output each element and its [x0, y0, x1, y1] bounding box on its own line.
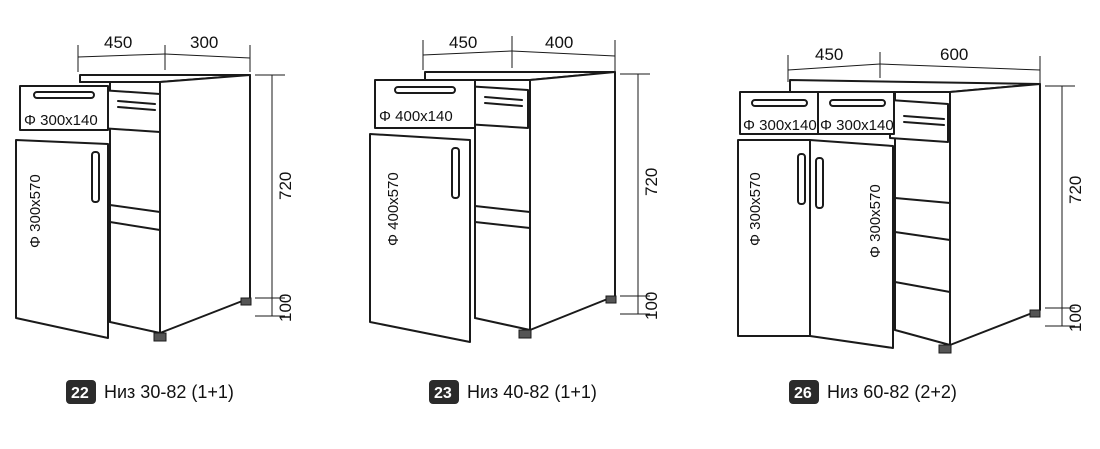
cabinet-caption: 22 Низ 30-82 (1+1): [66, 380, 234, 404]
drawer: Φ 300x140: [19, 85, 161, 133]
model-number: 26: [794, 385, 812, 402]
door-front-size: Φ 300x570: [747, 172, 764, 246]
door-front-size: Φ 300x570: [867, 184, 884, 258]
dimension-depth: 450: [422, 33, 513, 70]
door: Φ 400x570: [369, 133, 471, 343]
cabinet-body: [789, 79, 1041, 354]
cabinet-body: [79, 74, 252, 342]
dimension-height: 720: [620, 73, 661, 297]
drawer-front-size: Φ 300x140: [820, 117, 894, 134]
cabinet-23: 450 400 720 100: [369, 33, 661, 404]
height-value: 720: [642, 168, 661, 196]
height-value: 720: [1066, 176, 1085, 204]
model-name: Низ 30-82 (1+1): [104, 382, 234, 402]
dimension-leg: 100: [620, 292, 661, 320]
drawer-left: Φ 300x140: [739, 91, 819, 135]
model-number-badge: [66, 380, 96, 404]
dimension-depth: 450: [77, 33, 166, 72]
width-value: 300: [190, 33, 218, 52]
drawer-right: Φ 300x140: [817, 91, 949, 143]
height-value: 720: [276, 172, 295, 200]
door-front-size: Φ 300x570: [27, 174, 44, 248]
dimension-leg: 100: [255, 294, 295, 322]
width-value: 400: [545, 33, 573, 52]
cabinet-body: [424, 71, 617, 339]
dimension-depth: 450: [787, 45, 881, 82]
leg-value: 100: [642, 292, 661, 320]
dimension-width: 600: [879, 45, 1041, 84]
model-name: Низ 60-82 (2+2): [827, 382, 957, 402]
door-right: Φ 300x570: [809, 139, 894, 349]
cabinet-26: 450 600 720 100: [737, 45, 1085, 404]
door-left: Φ 300x570: [737, 139, 811, 337]
dimension-leg: 100: [1045, 304, 1085, 332]
drawer-front-size: Φ 300x140: [24, 112, 98, 129]
drawer-front-size: Φ 300x140: [743, 117, 817, 134]
depth-value: 450: [104, 33, 132, 52]
depth-value: 450: [815, 45, 843, 64]
model-name: Низ 40-82 (1+1): [467, 382, 597, 402]
model-number-badge: [789, 380, 819, 404]
leg-value: 100: [1066, 304, 1085, 332]
dimension-height: 720: [255, 74, 295, 299]
model-number-badge: [429, 380, 459, 404]
model-number: 23: [434, 385, 452, 402]
depth-value: 450: [449, 33, 477, 52]
model-number: 22: [71, 385, 89, 402]
door-front-size: Φ 400x570: [385, 172, 402, 246]
dimension-height: 720: [1045, 85, 1085, 309]
cabinet-22: 450 300 720 100: [15, 33, 295, 404]
door: Φ 300x570: [15, 139, 109, 339]
dimension-width: 400: [511, 33, 616, 72]
cabinet-caption: 23 Низ 40-82 (1+1): [429, 380, 597, 404]
cabinet-caption: 26 Низ 60-82 (2+2): [789, 380, 957, 404]
drawer-front-size: Φ 400x140: [379, 108, 453, 125]
drawer: Φ 400x140: [374, 79, 529, 129]
width-value: 600: [940, 45, 968, 64]
dimension-width: 300: [164, 33, 251, 72]
leg-value: 100: [276, 294, 295, 322]
